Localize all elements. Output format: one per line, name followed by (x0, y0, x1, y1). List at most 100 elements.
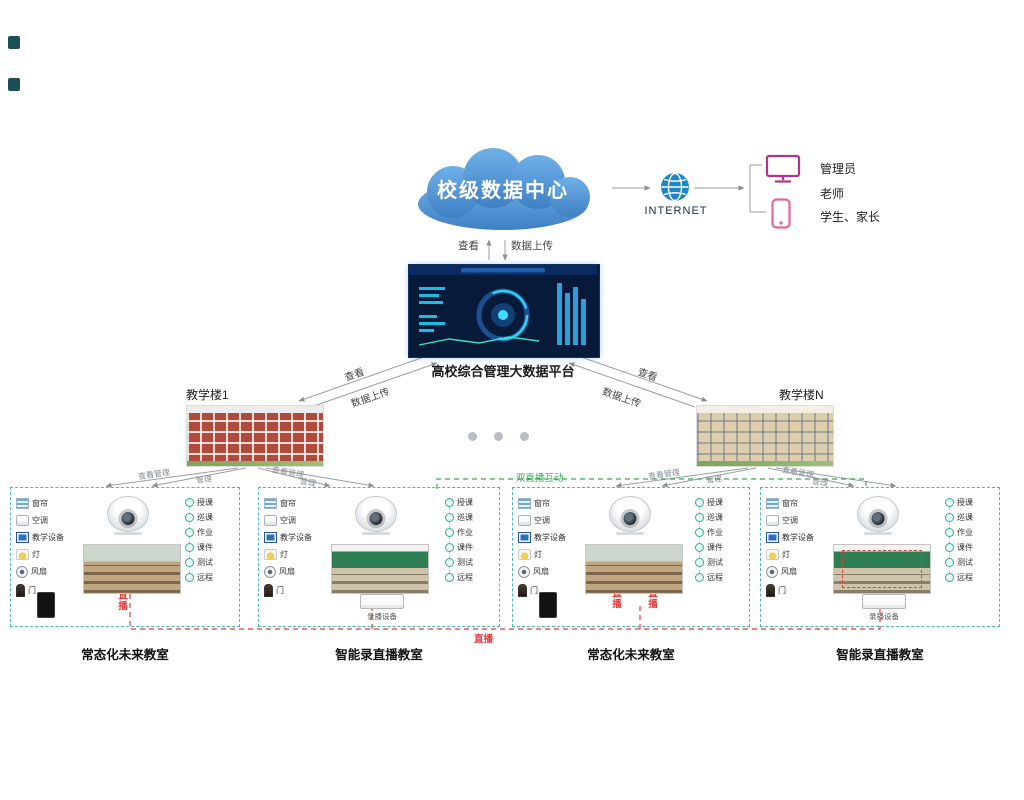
classroom-caption: 智能录直播教室 (836, 648, 924, 662)
classroom-photo (585, 544, 683, 594)
live-label: 直播 (474, 634, 494, 645)
dot-icon (185, 528, 194, 537)
classroom-group-future-2: 窗帘空调教学设备灯风扇门 授课巡课作业课件测试远程 (512, 487, 750, 627)
mini-label: 课件 (457, 542, 473, 552)
view-label: 查看 (458, 240, 479, 252)
dot-row: 课件 (445, 543, 495, 552)
dot-row: 授课 (445, 498, 495, 507)
door-icon (518, 584, 527, 597)
recorder-icon (862, 594, 906, 609)
curtain-icon (518, 498, 531, 509)
mini-label: 窗帘 (782, 498, 798, 508)
upload-label: 数据上传 (511, 240, 553, 252)
device-list: 窗帘空调教学设备灯风扇门 (16, 498, 74, 603)
ac-row: 空调 (264, 515, 322, 526)
dot-icon (445, 528, 454, 537)
upload-label: 数据上传 (600, 386, 643, 411)
mini-label: 测试 (957, 557, 973, 567)
dot-icon (695, 528, 704, 537)
mini-label: 教学设备 (534, 532, 566, 542)
curtain-row: 窗帘 (264, 498, 322, 509)
fan-icon (264, 566, 276, 578)
fan-icon (766, 566, 778, 578)
dot-row: 课件 (695, 543, 745, 552)
mini-label: 授课 (457, 497, 473, 507)
building-1-label: 教学楼1 (186, 388, 229, 402)
mini-label: 窗帘 (32, 498, 48, 508)
building-1-photo (186, 405, 324, 467)
dot-icon (945, 513, 954, 522)
mini-label: 作业 (197, 527, 213, 537)
classroom-group-live-2: 窗帘空调教学设备灯风扇门 录播设备 授课巡课作业课件测试远程 (760, 487, 1000, 627)
ac-row: 空调 (16, 515, 74, 526)
dot-row: 授课 (185, 498, 235, 507)
light-icon (16, 549, 29, 560)
mini-label: 授课 (197, 497, 213, 507)
door-row: 门 (16, 584, 74, 597)
dot-row: 远程 (185, 573, 235, 582)
classroom-group-future-1: 窗帘空调教学设备灯风扇门 授课巡课作业课件测试远程 (10, 487, 240, 627)
screen-icon (766, 532, 779, 543)
live-label: 直播 (116, 590, 127, 611)
mini-label: 门 (530, 585, 538, 595)
dot-icon (185, 543, 194, 552)
dot-row: 授课 (945, 498, 995, 507)
dot-row: 远程 (695, 573, 745, 582)
light-icon (766, 549, 779, 560)
dot-icon (695, 498, 704, 507)
dot-row: 课件 (185, 543, 235, 552)
function-list: 授课巡课作业课件测试远程 (945, 498, 995, 588)
mini-label: 灯 (32, 549, 40, 559)
dot-row: 作业 (695, 528, 745, 537)
mini-label: 远程 (457, 572, 473, 582)
classroom-photo (833, 544, 931, 594)
mini-label: 空调 (280, 515, 296, 525)
dot-icon (445, 498, 454, 507)
ac-icon (518, 515, 531, 526)
curtain-row: 窗帘 (518, 498, 576, 509)
dot-row: 巡课 (185, 513, 235, 522)
user-teacher-label: 老师 (820, 187, 845, 201)
light-icon (518, 549, 531, 560)
dot-icon (945, 558, 954, 567)
user-student-parent-label: 学生、家长 (820, 210, 881, 224)
ac-icon (16, 515, 29, 526)
dome-camera-icon (105, 496, 151, 538)
dot-icon (695, 573, 704, 582)
ac-row: 空调 (518, 515, 576, 526)
mini-label: 风扇 (279, 567, 295, 576)
platform-screenshot (408, 264, 600, 358)
building-n-label: 教学楼N (779, 388, 824, 402)
mini-label: 灯 (534, 549, 542, 559)
mini-label: 门 (28, 585, 36, 595)
classroom-caption: 常态化未来教室 (587, 648, 675, 662)
dot-icon (185, 558, 194, 567)
door-row: 门 (766, 584, 824, 597)
view-label: 查看 (636, 366, 659, 384)
recorder-icon (360, 594, 404, 609)
fan-row: 风扇 (264, 566, 322, 578)
dome-camera-icon (353, 496, 399, 538)
curtain-icon (16, 498, 29, 509)
mini-label: 窗帘 (534, 498, 550, 508)
control-panel-icon (539, 592, 557, 618)
mini-label: 门 (276, 585, 284, 595)
classroom-photo (331, 544, 429, 594)
screen-row: 教学设备 (766, 532, 824, 543)
classroom-caption: 常态化未来教室 (81, 648, 169, 662)
mini-label: 远程 (707, 572, 723, 582)
dot-icon (185, 498, 194, 507)
mini-label: 巡课 (457, 512, 473, 522)
upload-label: 数据上传 (349, 386, 392, 411)
user-admin-label: 管理员 (820, 162, 857, 176)
recorder-unit: 录播设备 (353, 594, 411, 622)
fan-row: 风扇 (16, 566, 74, 578)
mini-label: 灯 (280, 549, 288, 559)
fan-row: 风扇 (518, 566, 576, 578)
dot-row: 测试 (695, 558, 745, 567)
dot-icon (695, 558, 704, 567)
ac-icon (264, 515, 277, 526)
fan-row: 风扇 (766, 566, 824, 578)
dome-camera-icon (607, 496, 653, 538)
